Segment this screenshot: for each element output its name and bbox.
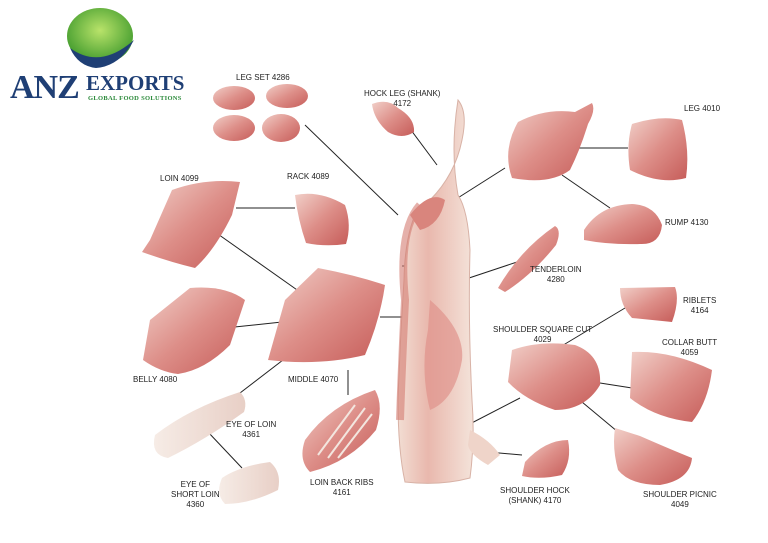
- loin-cut: [142, 181, 240, 268]
- shoulder-hock-cut: [522, 440, 569, 478]
- brand-name-suffix: EXPORTS: [86, 72, 184, 94]
- shoulder-picnic-cut: [614, 428, 692, 485]
- brand-name-prefix: ANZ: [10, 70, 79, 106]
- label-leg: LEG 4010: [684, 104, 720, 114]
- loin-back-ribs-cut: [302, 390, 379, 472]
- label-shoulder-hock: SHOULDER HOCK(SHANK) 4170: [500, 486, 570, 506]
- leg-whole-cut: [508, 103, 593, 180]
- label-belly: BELLY 4080: [133, 375, 177, 385]
- rump-cut: [584, 204, 662, 244]
- label-leg-set: LEG SET 4286: [236, 73, 290, 83]
- belly-cut: [143, 288, 245, 375]
- label-hock-leg: HOCK LEG (SHANK)4172: [364, 89, 440, 109]
- collar-butt-cut: [630, 352, 712, 422]
- rack-cut: [295, 194, 349, 246]
- brand: ANZ EXPORTS GLOBAL FOOD SOLUTIONS: [10, 70, 200, 110]
- label-loin: LOIN 4099: [160, 174, 199, 184]
- shoulder-square-cut: [508, 343, 600, 410]
- label-middle: MIDDLE 4070: [288, 375, 338, 385]
- eye-of-short-loin-cut: [219, 462, 279, 504]
- brand-logo: [67, 8, 134, 68]
- label-rump: RUMP 4130: [665, 218, 708, 228]
- brand-tagline: GLOBAL FOOD SOLUTIONS: [88, 95, 182, 102]
- riblets-cut: [620, 287, 677, 322]
- leg-cut: [628, 118, 687, 180]
- label-rack: RACK 4089: [287, 172, 329, 182]
- leg-set-cuts: [213, 84, 308, 142]
- carcass-side: [398, 100, 500, 483]
